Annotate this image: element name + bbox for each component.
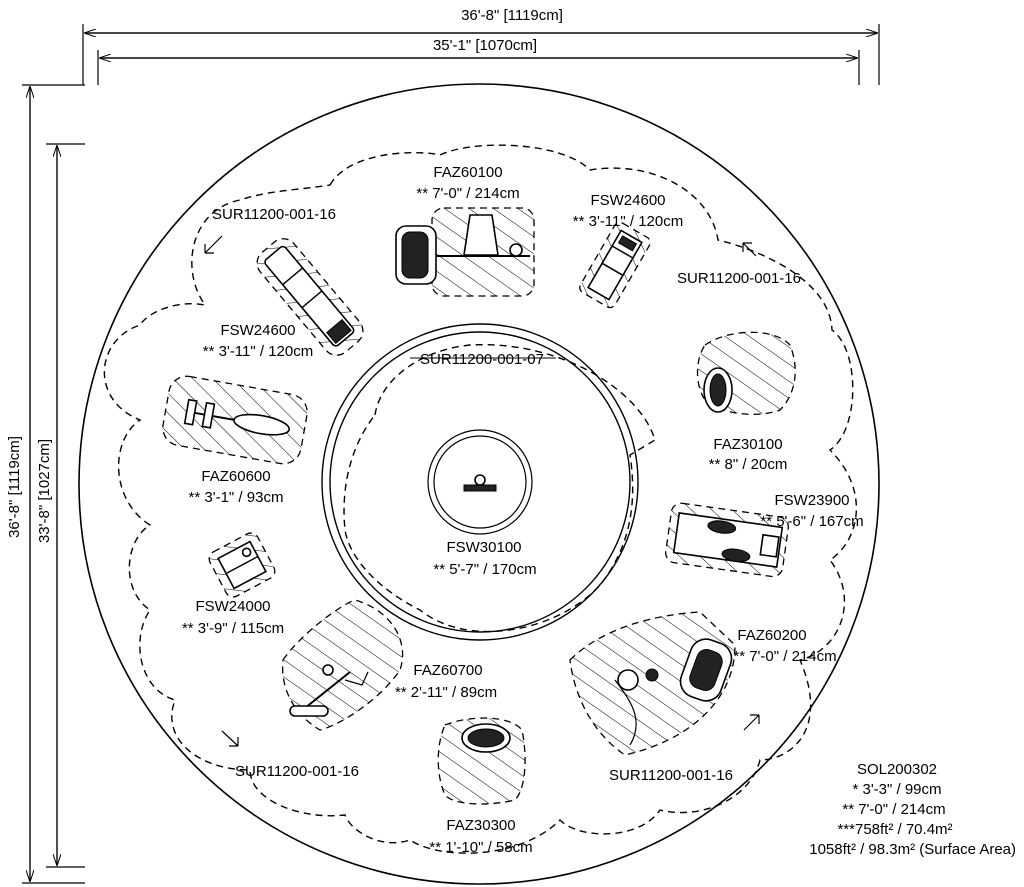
fsw24000-clearance: ** 3'-9" / 115cm <box>182 620 284 637</box>
surface-label-top-left: SUR11200-001-16 <box>212 206 336 223</box>
fsw24600-left-clearance: ** 3'-11" / 120cm <box>203 343 313 360</box>
dimension-inner-width: 35'-1" [1070cm] <box>97 34 860 85</box>
safety-surface-outline <box>103 144 857 854</box>
fsw24000-code: FSW24000 <box>195 598 270 615</box>
summary-line-4: 1058ft² / 98.3m² (Surface Area) <box>809 841 1016 858</box>
equipment-fsw24000 <box>208 532 276 598</box>
fsw23900-code: FSW23900 <box>774 492 849 509</box>
dimension-inner-height: 33'-8" [1027cm] <box>34 143 85 868</box>
equipment-fsw24600-top <box>579 221 651 309</box>
faz60200-clearance: ** 7'-0" / 214cm <box>733 648 836 665</box>
summary-code: SOL200302 <box>857 761 937 778</box>
equipment-faz30300 <box>437 717 526 805</box>
center-pad-inner <box>433 435 527 529</box>
faz60100-clearance: ** 7'-0" / 214cm <box>416 185 519 202</box>
equipment-fsw24600-left <box>256 238 364 356</box>
faz30100-clearance: ** 8" / 20cm <box>709 456 788 473</box>
faz60600-code: FAZ60600 <box>201 468 270 485</box>
arrow-top-right-icon <box>742 242 757 257</box>
equipment-faz60100 <box>395 207 535 297</box>
center-ring-label: SUR11200-001-07 <box>420 351 544 368</box>
summary-line-3: ***758ft² / 70.4m² <box>837 821 952 838</box>
faz60600-clearance: ** 3'-1" / 93cm <box>189 489 284 506</box>
faz60100-code: FAZ60100 <box>433 164 502 181</box>
summary-block: SOL200302 * 3'-3" / 99cm ** 7'-0" / 214c… <box>809 761 1016 858</box>
site-boundary-circle <box>78 83 880 885</box>
faz30300-clearance: ** 1'-10" / 58cm <box>429 839 532 856</box>
surface-label-bottom-right: SUR11200-001-16 <box>609 767 733 784</box>
equipment-fsw23900 <box>665 502 789 578</box>
center-ring-inner <box>329 331 631 633</box>
equipment-faz60200 <box>569 611 736 756</box>
arrow-top-left-icon <box>204 235 223 254</box>
fsw24600-top-clearance: ** 3'-11" / 120cm <box>573 213 683 230</box>
center-ring-outer <box>321 323 639 641</box>
center-use-zone <box>343 343 656 633</box>
center-pad-outer <box>427 429 533 535</box>
faz30100-code: FAZ30100 <box>713 436 782 453</box>
surface-label-bottom-left: SUR11200-001-16 <box>235 763 359 780</box>
faz60700-code: FAZ60700 <box>413 662 482 679</box>
center-clearance-label: ** 5'-7" / 170cm <box>433 561 536 578</box>
fsw24600-left-code: FSW24600 <box>220 322 295 339</box>
center-equipment-icon <box>463 474 497 492</box>
overall-width-label: 36'-8" [1119cm] <box>461 7 563 24</box>
dimension-overall-height: 36'-8" [1119cm] <box>4 84 85 884</box>
summary-line-1: * 3'-3" / 99cm <box>852 781 941 798</box>
faz60700-clearance: ** 2'-11" / 89cm <box>395 684 497 701</box>
faz30300-code: FAZ30300 <box>446 817 515 834</box>
equipment-faz60600 <box>162 375 308 465</box>
overall-height-label: 36'-8" [1119cm] <box>6 436 23 538</box>
equipment-faz30100 <box>696 331 796 415</box>
dimension-overall-width: 36'-8" [1119cm] <box>82 4 880 85</box>
arrow-bottom-right-icon <box>743 714 760 731</box>
inner-height-label: 33'-8" [1027cm] <box>36 439 53 543</box>
equipment-faz60700 <box>281 599 404 731</box>
faz60200-code: FAZ60200 <box>737 627 806 644</box>
surface-label-top-right: SUR11200-001-16 <box>677 270 801 287</box>
summary-line-2: ** 7'-0" / 214cm <box>842 801 945 818</box>
arrow-bottom-left-icon <box>221 730 239 747</box>
fsw24600-top-code: FSW24600 <box>590 192 665 209</box>
fsw23900-clearance: ** 5'-6" / 167cm <box>760 513 863 530</box>
center-code-label: FSW30100 <box>446 539 521 556</box>
inner-width-label: 35'-1" [1070cm] <box>433 37 537 54</box>
